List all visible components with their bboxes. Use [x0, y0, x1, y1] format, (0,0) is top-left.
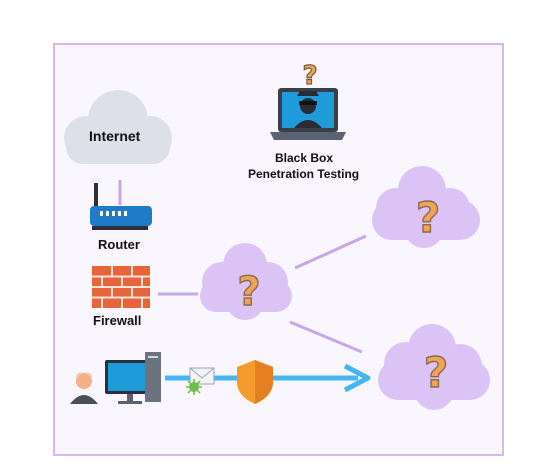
question-mark: ? [424, 348, 448, 397]
laptop-hacker-icon [270, 88, 346, 140]
question-cloud-icon [378, 324, 490, 410]
question-mark: ? [237, 269, 260, 315]
email-virus-icon [186, 367, 215, 395]
question-cloud-icon [200, 243, 292, 320]
question-mark: ? [416, 193, 440, 242]
router-label: Router [98, 237, 140, 252]
internet-label: Internet [89, 128, 141, 144]
question-mark: ? [302, 61, 317, 91]
computer-icon [105, 352, 161, 404]
connector-line-top [294, 234, 367, 270]
connector-line-bottom [289, 320, 363, 354]
cloud-icon [64, 90, 172, 164]
firewall-icon [92, 266, 150, 308]
question-cloud-icon [372, 166, 480, 248]
router-icon [90, 183, 152, 230]
title-line-1: Black Box [275, 151, 334, 165]
user-icon [70, 372, 98, 404]
shield-icon [237, 360, 273, 404]
firewall-label: Firewall [93, 313, 142, 328]
title-line-2: Penetration Testing [248, 167, 360, 181]
